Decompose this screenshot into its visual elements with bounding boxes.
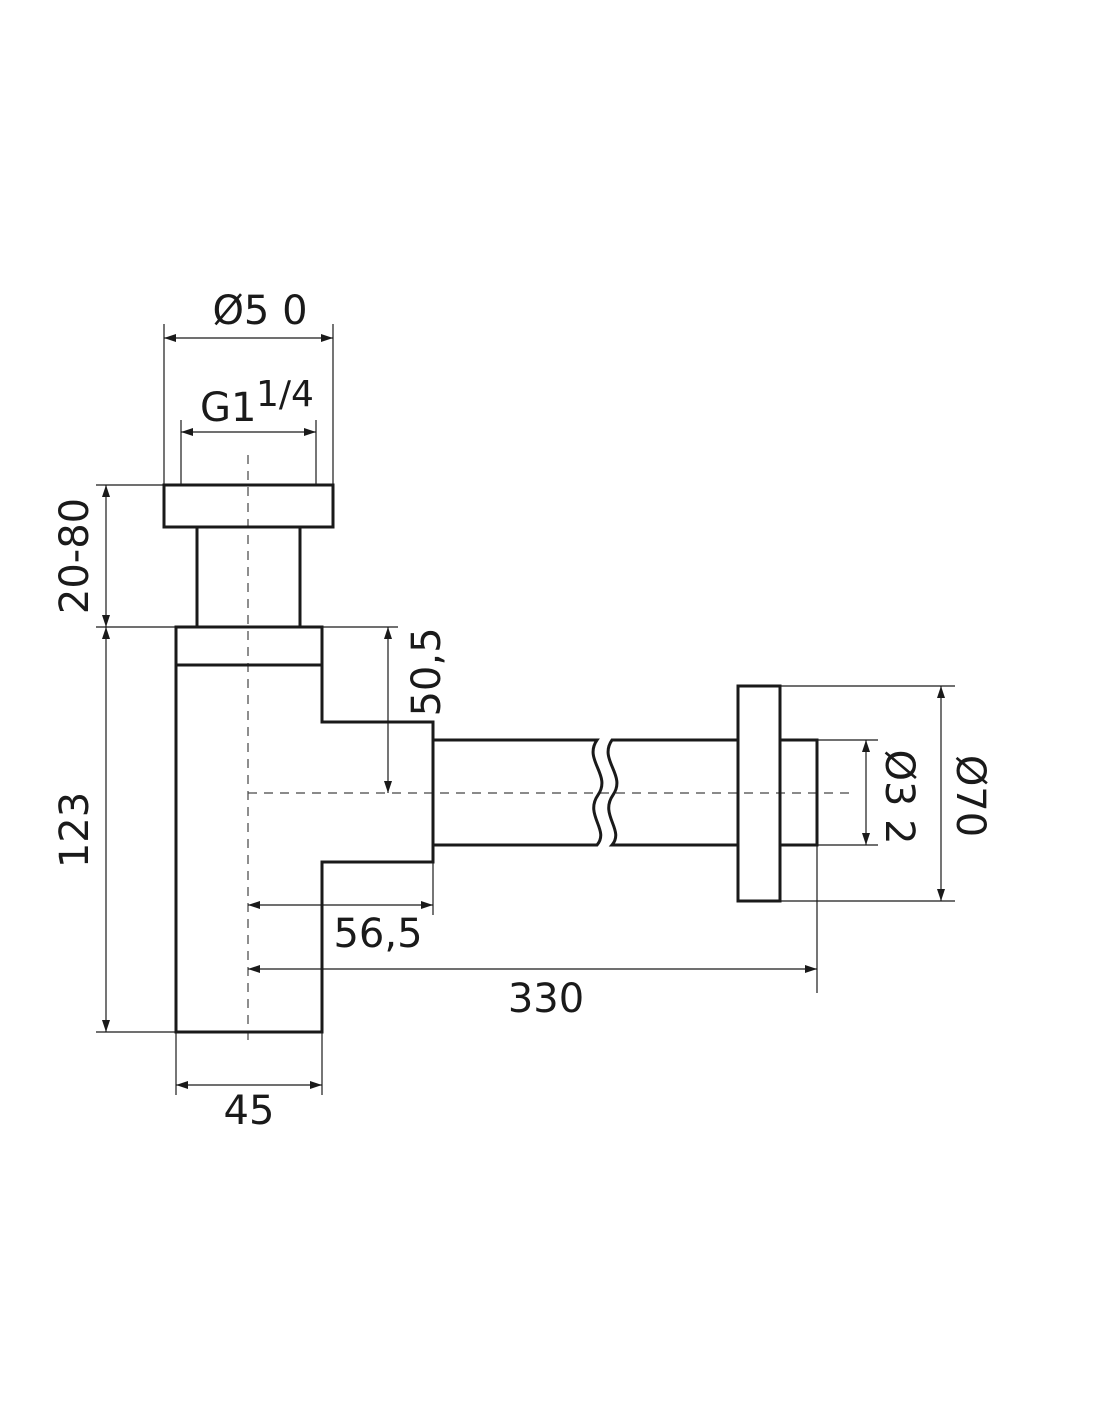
label-thread-fraction: 1/4: [256, 374, 314, 415]
label-flange-diameter: Ø70: [947, 755, 993, 837]
label-thread-main: G1: [200, 385, 256, 431]
dimension-outlet-depth: 56,5: [248, 862, 434, 957]
dimension-thread: G1 1/4: [180, 374, 317, 485]
dimension-pipe-diameter: Ø3 2: [817, 739, 922, 846]
dimension-outlet-diameter: Ø5 0: [163, 288, 334, 485]
outlet-pipe-left: [433, 738, 604, 847]
wall-pipe-end: [778, 738, 819, 847]
outlet-pipe-right: [606, 738, 738, 847]
body-collar: [174, 625, 324, 667]
label-outlet-offset: 50,5: [404, 627, 450, 716]
label-body-height: 123: [52, 792, 98, 868]
dimension-body-height: 123: [52, 627, 176, 1033]
dimension-outlet-offset: 50,5: [322, 626, 450, 793]
dimension-height-adjust: 20-80: [52, 484, 176, 628]
dimension-flange-diameter: Ø70: [780, 685, 993, 902]
siphon-body: [174, 663, 435, 1034]
label-outlet-diameter: Ø5 0: [212, 288, 307, 334]
siphon-outline: [162, 483, 819, 1034]
dimension-total-length: 330: [248, 845, 818, 1022]
label-outlet-depth: 56,5: [333, 911, 422, 957]
label-total-length: 330: [508, 976, 584, 1022]
label-body-width: 45: [224, 1088, 275, 1134]
label-height-adjust: 20-80: [52, 498, 98, 614]
dimension-body-width: 45: [175, 1032, 323, 1134]
label-pipe-diameter: Ø3 2: [876, 749, 922, 844]
